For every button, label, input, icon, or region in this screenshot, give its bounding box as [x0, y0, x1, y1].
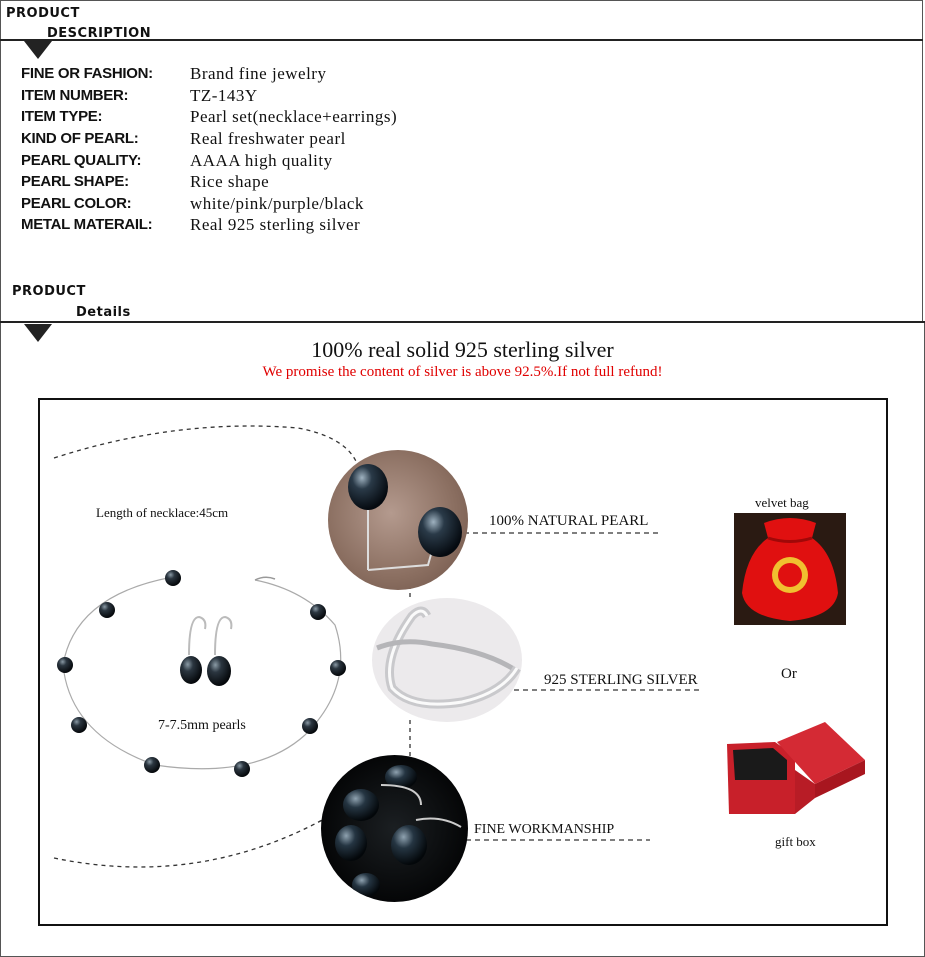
- spec-value: AAAA high quality: [190, 151, 333, 170]
- section-title-details: Details: [76, 305, 131, 320]
- triangle-marker-icon: [24, 324, 52, 342]
- header-divider: [0, 321, 925, 323]
- spec-label: METAL MATERAIL:: [21, 216, 153, 233]
- or-label: Or: [781, 666, 797, 682]
- product-panel: [38, 398, 888, 926]
- details-title: 100% real solid 925 sterling silver: [311, 337, 614, 362]
- spec-value: Brand fine jewelry: [190, 64, 327, 83]
- pearl-necklace-image: [57, 570, 346, 777]
- section-title-product: PRODUCT: [6, 6, 80, 21]
- spec-value: Pearl set(necklace+earrings): [190, 107, 398, 126]
- spec-value: TZ-143Y: [190, 86, 258, 105]
- natural-pearl-closeup-image: [328, 450, 468, 590]
- spec-value: Rice shape: [190, 172, 270, 191]
- spec-label: FINE OR FASHION:: [21, 65, 153, 82]
- spec-value: Real 925 sterling silver: [190, 215, 361, 234]
- silver-promise: We promise the content of silver is abov…: [262, 364, 663, 380]
- workmanship-closeup-image: [321, 755, 468, 902]
- spec-label: KIND OF PEARL:: [21, 130, 139, 147]
- spec-label: PEARL COLOR:: [21, 195, 132, 212]
- spec-label: PEARL QUALITY:: [21, 152, 142, 169]
- feature-workmanship-label: FINE WORKMANSHIP: [474, 822, 615, 837]
- spec-label: ITEM NUMBER:: [21, 87, 129, 104]
- header-divider: [0, 39, 923, 41]
- gift-box-image: [725, 722, 868, 832]
- spec-value: Real freshwater pearl: [190, 129, 346, 148]
- velvet-bag-image: [734, 513, 846, 625]
- gift-box-label: gift box: [775, 834, 816, 849]
- triangle-marker-icon: [24, 41, 52, 59]
- necklace-length-label: Length of necklace:45cm: [96, 505, 229, 520]
- section-title-description: DESCRIPTION: [47, 26, 152, 41]
- pearl-size-label: 7-7.5mm pearls: [158, 718, 246, 733]
- spec-value: white/pink/purple/black: [190, 194, 364, 213]
- silver-hook-closeup-image: [372, 598, 522, 722]
- feature-sterling-silver-label: 925 STERLING SILVER: [544, 672, 698, 688]
- section-title-product: PRODUCT: [12, 284, 86, 299]
- spec-label: ITEM TYPE:: [21, 108, 103, 125]
- feature-natural-pearl-label: 100% NATURAL PEARL: [489, 513, 649, 529]
- spec-label: PEARL SHAPE:: [21, 173, 129, 190]
- velvet-bag-label: velvet bag: [755, 495, 809, 510]
- description-frame: [0, 0, 923, 322]
